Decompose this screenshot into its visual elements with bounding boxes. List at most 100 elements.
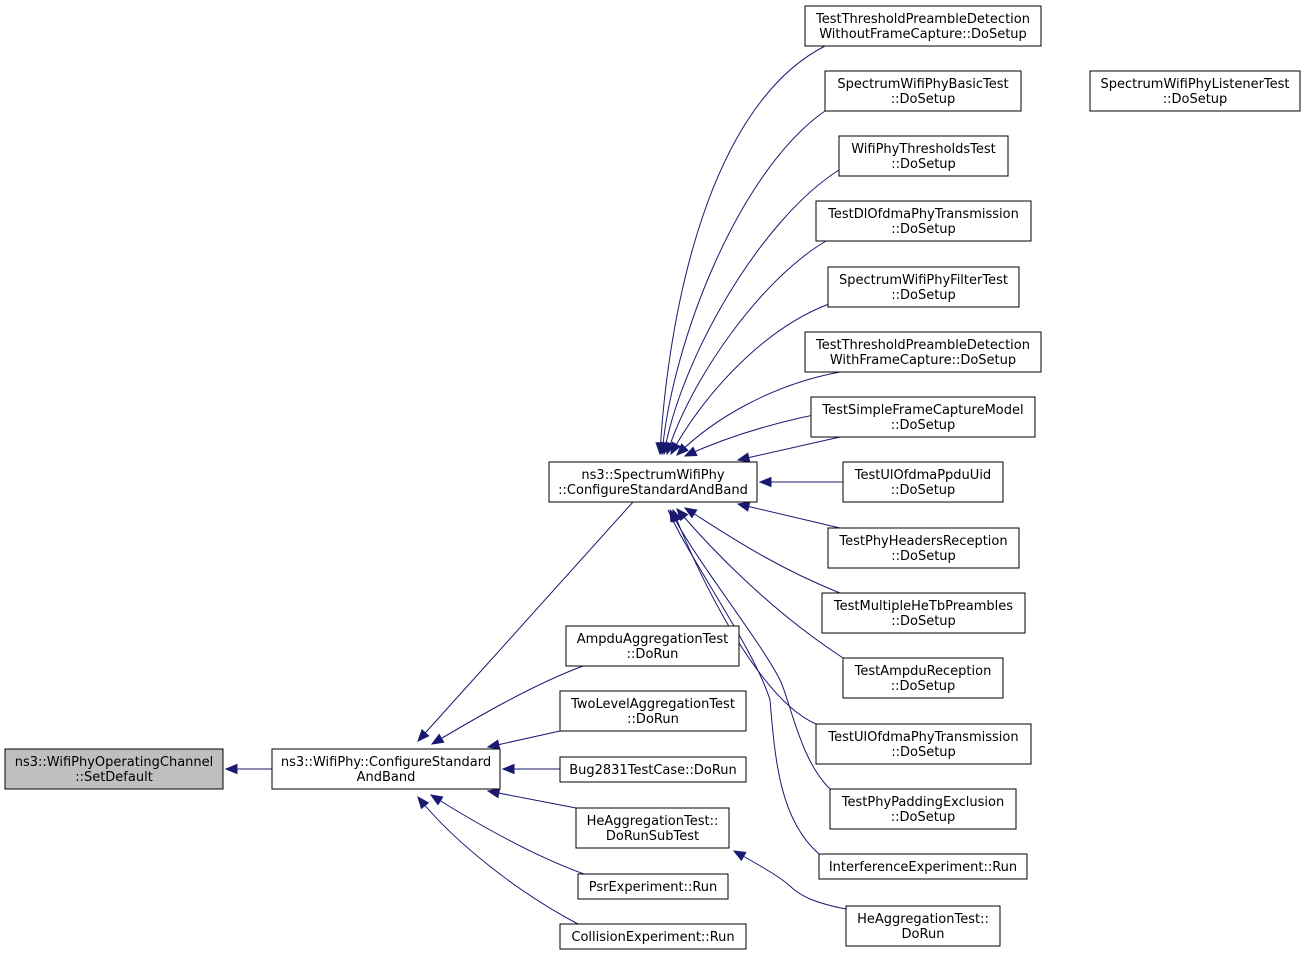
node-box	[818, 853, 1028, 880]
node-label-line: AmpduAggregationTest	[577, 632, 728, 647]
edge-he_subtest-calls-wifiphy	[486, 788, 577, 809]
node-label-line: TestSimpleFrameCaptureModel	[821, 403, 1023, 418]
node-wifiphy[interactable]: ns3::WifiPhy::ConfigureStandardAndBand	[271, 748, 501, 790]
edges-layer	[224, 45, 847, 925]
node-multi-hetb[interactable]: TestMultipleHeTbPreambles::DoSetup	[821, 592, 1026, 634]
node-bug2831[interactable]: Bug2831TestCase::DoRun	[559, 756, 747, 783]
node-box	[827, 527, 1020, 569]
node-box	[559, 923, 747, 950]
node-box	[845, 905, 1001, 947]
node-thresholds[interactable]: WifiPhyThresholdsTest::DoSetup	[838, 135, 1009, 177]
node-label-line: TestUlOfdmaPhyTransmission	[827, 730, 1018, 745]
node-box	[565, 625, 740, 667]
node-box	[824, 70, 1022, 112]
edge-multi_hetb-calls-spectrum	[736, 501, 841, 529]
node-label-line: ::DoSetup	[1163, 92, 1228, 107]
node-root: ns3::WifiPhyOperatingChannel::SetDefault	[4, 748, 224, 790]
edge-line	[733, 850, 847, 910]
edge-ampdu_agg-calls-wifiphy	[430, 665, 584, 745]
node-he-dorun[interactable]: HeAggregationTest::DoRun	[845, 905, 1001, 947]
node-box	[575, 807, 730, 849]
node-padding[interactable]: TestPhyPaddingExclusion::DoSetup	[829, 788, 1017, 830]
node-label-line: SpectrumWifiPhyBasicTest	[837, 77, 1008, 92]
node-ul-ofdma-tx[interactable]: TestUlOfdmaPhyTransmission::DoSetup	[815, 723, 1032, 765]
node-label-line: PsrExperiment::Run	[589, 880, 718, 895]
node-label-line: ::DoSetup	[891, 745, 956, 760]
node-box	[842, 657, 1004, 699]
arrowhead	[501, 763, 515, 775]
node-box	[4, 748, 224, 790]
node-label-line: CollisionExperiment::Run	[571, 930, 734, 945]
node-twolevel[interactable]: TwoLevelAggregationTest::DoRun	[559, 690, 747, 732]
edge-wifiphy-calls-root	[224, 763, 272, 775]
node-ampdu-agg[interactable]: AmpduAggregationTest::DoRun	[565, 625, 740, 667]
node-box	[829, 788, 1017, 830]
arrowhead	[224, 763, 238, 775]
node-box	[810, 396, 1036, 438]
edge-bug2831-calls-wifiphy	[501, 763, 560, 775]
node-dl-ofdma[interactable]: TestDlOfdmaPhyTransmission::DoSetup	[815, 200, 1032, 242]
node-thr-without[interactable]: TestThresholdPreambleDetectionWithoutFra…	[804, 5, 1042, 47]
node-collision[interactable]: CollisionExperiment::Run	[559, 923, 747, 950]
node-he-subtest[interactable]: HeAggregationTest::DoRunSubTest	[575, 807, 730, 849]
arrowhead	[486, 739, 501, 750]
node-thr-with[interactable]: TestThresholdPreambleDetectionWithFrameC…	[804, 331, 1042, 373]
edge-ampdu_rx-calls-spectrum	[683, 507, 841, 594]
arrowhead	[417, 795, 430, 810]
edge-thr_without-calls-spectrum	[655, 45, 826, 456]
node-label-line: SpectrumWifiPhyFilterTest	[839, 273, 1008, 288]
node-label-line: ::DoSetup	[891, 483, 956, 498]
arrowhead	[683, 507, 698, 519]
node-label-line: TestMultipleHeTbPreambles	[833, 599, 1013, 614]
node-interference[interactable]: InterferenceExperiment::Run	[818, 853, 1028, 880]
node-label-line: Bug2831TestCase::DoRun	[569, 763, 737, 778]
node-label-line: DoRunSubTest	[606, 829, 699, 844]
node-box	[804, 5, 1042, 47]
node-label-line: TestThresholdPreambleDetection	[815, 12, 1030, 27]
node-label-line: ::DoRun	[627, 647, 679, 662]
edge-psr-calls-wifiphy	[429, 794, 585, 875]
node-phy-headers[interactable]: TestPhyHeadersReception::DoSetup	[827, 527, 1020, 569]
node-simple-capture[interactable]: TestSimpleFrameCaptureModel::DoSetup	[810, 396, 1036, 438]
arrowhead	[670, 441, 682, 456]
node-label-line: WithFrameCapture::DoSetup	[830, 353, 1016, 368]
edge-line	[737, 436, 841, 461]
node-label-line: TestPhyPaddingExclusion	[841, 795, 1004, 810]
node-ul-ppdu-uid[interactable]: TestUlOfdmaPpduUid::DoSetup	[842, 461, 1004, 503]
edge-line	[661, 110, 826, 455]
arrowhead	[676, 507, 689, 522]
node-box	[815, 723, 1032, 765]
edge-line	[430, 794, 585, 875]
edge-line	[659, 45, 826, 455]
arrowhead	[758, 476, 772, 488]
node-box	[559, 690, 747, 732]
node-label-line: DoRun	[902, 927, 945, 942]
node-label-line: ::DoSetup	[891, 288, 956, 303]
arrowhead	[486, 788, 501, 799]
edge-twolevel-calls-wifiphy	[486, 730, 561, 750]
node-ampdu-rx[interactable]: TestAmpduReception::DoSetup	[842, 657, 1004, 699]
node-box	[548, 461, 758, 503]
edge-line	[676, 371, 841, 456]
node-label-line: TestUlOfdmaPpduUid	[854, 468, 991, 483]
arrowhead	[736, 501, 751, 512]
arrowhead	[430, 733, 445, 745]
node-box	[815, 200, 1032, 242]
node-label-line: HeAggregationTest::	[857, 912, 989, 927]
arrowhead	[429, 794, 444, 806]
edge-interference-extra	[667, 509, 820, 855]
node-basic[interactable]: SpectrumWifiPhyBasicTest::DoSetup	[824, 70, 1022, 112]
node-box	[804, 331, 1042, 373]
edge-phy_headers-calls-spectrum	[758, 476, 843, 488]
node-spectrum[interactable]: ns3::SpectrumWifiPhy::ConfigureStandardA…	[548, 461, 758, 503]
node-box	[559, 756, 747, 783]
node-psr[interactable]: PsrExperiment::Run	[577, 873, 729, 900]
node-label-line: HeAggregationTest::	[587, 814, 719, 829]
node-label-line: TestDlOfdmaPhyTransmission	[827, 207, 1019, 222]
node-listener[interactable]: SpectrumWifiPhyListenerTest::DoSetup	[1089, 70, 1301, 112]
edge-line	[487, 730, 561, 748]
node-filter[interactable]: SpectrumWifiPhyFilterTest::DoSetup	[827, 266, 1020, 308]
node-box	[827, 266, 1020, 308]
node-box	[271, 748, 501, 790]
